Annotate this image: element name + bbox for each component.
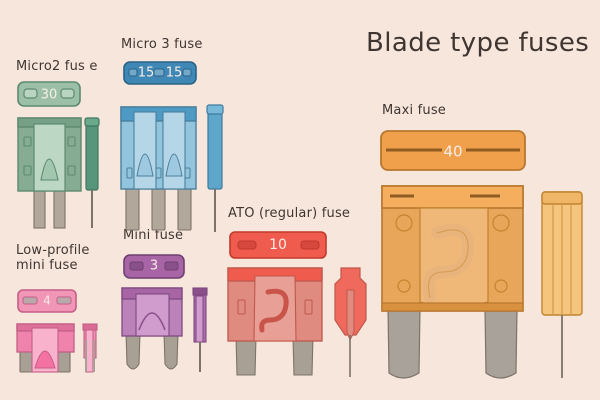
fuse-micro2-front-view [17,117,82,229]
rating-micro3-b: 15 [166,66,183,81]
fuse-low-profile-mini-side-view [82,323,98,373]
fuse-mini-front-view [121,287,183,370]
rating-ato: 10 [269,237,287,253]
fuse-label-micro2: Micro2 fus e [16,59,98,74]
fuse-ato-front-view [227,267,323,376]
fuse-low-profile-mini-top-plate: 4 [17,289,77,313]
fuse-label-ato: ATO (regular) fuse [228,206,351,221]
rating-micro3-a: 15 [138,66,155,81]
fuse-micro3-side-view [206,104,224,232]
fuse-micro3-top-plate: 15 15 [123,61,197,85]
fuse-mini-top-plate: 3 [123,254,185,279]
fuse-label-low-profile-mini: Low-profile mini fuse [16,243,90,273]
fuse-label-micro3: Micro 3 fuse [121,37,203,52]
fuse-maxi-top-plate: 40 [380,130,526,171]
fuse-mini-side-view [192,287,208,372]
fuse-maxi-front-view [381,185,524,379]
fuse-micro2-top-plate: 30 [17,81,81,107]
rating-mini: 3 [150,259,158,274]
fuse-ato-top-plate: 10 [229,231,327,259]
rating-maxi: 40 [443,143,462,161]
fuse-maxi-side-view [541,191,583,378]
rating-micro2: 30 [41,88,58,103]
fuse-micro3-front-view [120,106,197,231]
fuse-low-profile-mini-front-view [16,323,75,373]
fuse-micro2-side-view [84,117,100,228]
fuse-ato-side-view [334,267,367,377]
fuse-label-mini: Mini fuse [123,228,184,243]
fuse-label-maxi: Maxi fuse [382,103,447,118]
page-title: Blade type fuses [366,28,590,58]
rating-low-profile-mini: 4 [43,294,51,308]
